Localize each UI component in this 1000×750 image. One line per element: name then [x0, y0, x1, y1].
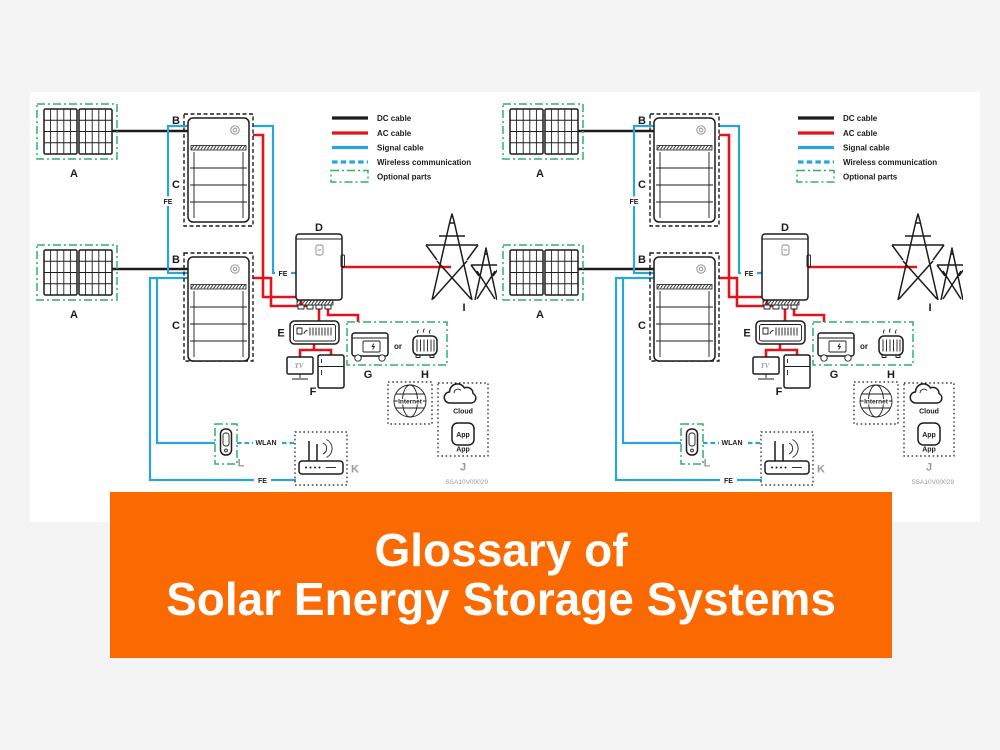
legend-optional-label: Optional parts [377, 173, 432, 182]
cloud-app-group: Cloud App App J [437, 382, 489, 474]
system-diagram-left: A A B C B C [36, 103, 497, 486]
cloud-text: Cloud [453, 409, 473, 416]
label-household-loads: F [310, 386, 317, 398]
banner-title-line2: Solar Energy Storage Systems [166, 573, 836, 625]
dc-cables [112, 129, 188, 271]
legend-ac-label: AC cable [377, 129, 412, 138]
label-solar-array: A [70, 309, 78, 321]
internet-box: Internet [387, 381, 433, 425]
label-wifi-dongle: L [238, 458, 245, 470]
label-router: K [351, 464, 359, 476]
svg-text:FE: FE [279, 271, 288, 278]
solar-array-top: A [36, 103, 118, 180]
system-diagram-copy [503, 104, 963, 486]
portable-generator-icon [351, 332, 389, 362]
battery-tower-top: B C [172, 113, 254, 227]
drawing-code: SSA10V00029 [445, 479, 488, 486]
label-battery-power-module: B [172, 254, 180, 266]
legend-optional-box [330, 169, 369, 183]
app-caption: App [456, 447, 470, 454]
wifi-dongle-group: L [214, 423, 245, 470]
generator-option-group: or G H [346, 321, 448, 381]
label-battery-power-module: B [172, 115, 180, 127]
fe-tag-bottom: FE [254, 475, 271, 485]
fe-tag-battery-chain: FE [159, 196, 177, 206]
wifi-router-icon [298, 439, 344, 475]
system-diagram-right [496, 93, 963, 493]
power-grid-towers: I [425, 213, 497, 314]
battery-tower-bottom: B C [172, 252, 254, 362]
legend-dc-label: DC cable [377, 114, 412, 123]
label-distribution-box: E [277, 328, 284, 340]
tv-icon: TV [286, 356, 314, 380]
svg-text:App: App [456, 432, 470, 439]
svg-text:TV: TV [295, 362, 305, 370]
stationary-generator-icon [412, 328, 438, 358]
label-inverter: D [315, 222, 323, 234]
router-box: K [294, 431, 359, 486]
or-text: or [394, 342, 402, 351]
svg-text:FE: FE [164, 199, 173, 206]
legend: DC cable AC cable Signal cable Wireless … [330, 114, 471, 183]
household-loads: TV F [286, 354, 345, 398]
title-banner: Glossary of Solar Energy Storage Systems [110, 492, 892, 658]
ac-cables [253, 133, 451, 357]
label-battery-stack: C [172, 179, 180, 191]
fe-tag-inverter: FE [275, 268, 291, 278]
label-portable-generator: G [364, 369, 373, 381]
inverter-logo-icon [315, 244, 324, 256]
legend-wireless-label: Wireless communication [377, 158, 471, 167]
svg-text:WLAN: WLAN [256, 440, 277, 447]
label-stationary-generator: H [421, 369, 429, 381]
banner-title-line1: Glossary of [374, 524, 628, 577]
label-solar-array: A [70, 168, 78, 180]
wlan-tag: WLAN [253, 437, 279, 447]
label-battery-stack: C [172, 320, 180, 332]
solar-array-bottom: A [36, 244, 118, 321]
label-power-grid: I [462, 302, 465, 314]
svg-text:FE: FE [258, 478, 267, 485]
legend-signal-label: Signal cable [377, 144, 424, 153]
power-grid-tower-icon [425, 213, 497, 301]
wifi-dongle-icon [219, 428, 233, 456]
distribution-box: E [277, 320, 340, 345]
internet-globe-icon [393, 384, 427, 418]
refrigerator-icon [317, 354, 345, 389]
inverter: D [295, 222, 345, 310]
internet-text: Internet [398, 399, 423, 406]
signal-cables [148, 124, 296, 482]
label-cloud-app-group: J [460, 462, 466, 474]
app-icon: App [451, 422, 475, 446]
cloud-icon [443, 383, 477, 404]
